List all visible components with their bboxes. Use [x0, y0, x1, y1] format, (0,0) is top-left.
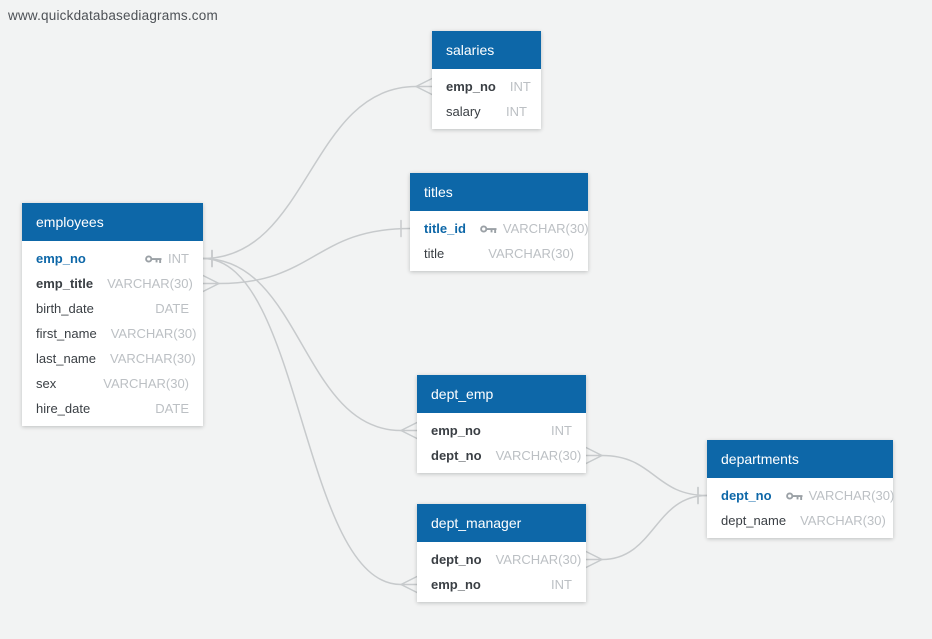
field-row-employees-hire_date[interactable]: hire_date DATE	[22, 396, 203, 421]
table-title: dept_manager	[431, 515, 522, 531]
table-header-dept_manager[interactable]: dept_manager	[417, 504, 586, 542]
watermark: www.quickdatabasediagrams.com	[8, 8, 218, 23]
field-row-titles-title_id[interactable]: title_id VARCHAR(30)	[410, 216, 589, 241]
field-name: dept_no	[431, 448, 482, 463]
field-type: DATE	[155, 301, 189, 316]
table-body: emp_no INT dept_no VARCHAR(30)	[417, 413, 586, 473]
key-icon	[785, 490, 803, 502]
field-row-employees-sex[interactable]: sex VARCHAR(30)	[22, 371, 203, 396]
table-title: salaries	[446, 42, 495, 58]
field-row-dept_emp-dept_no[interactable]: dept_no VARCHAR(30)	[417, 443, 586, 468]
field-name: emp_no	[446, 79, 496, 94]
field-type: DATE	[155, 401, 189, 416]
field-row-dept_manager-emp_no[interactable]: emp_no INT	[417, 572, 586, 597]
field-name: emp_no	[431, 423, 481, 438]
field-type: VARCHAR(30)	[808, 488, 895, 503]
field-row-dept_emp-emp_no[interactable]: emp_no INT	[417, 418, 586, 443]
field-row-salaries-salary[interactable]: salary INT	[432, 99, 541, 124]
field-name: sex	[36, 376, 57, 391]
field-type: VARCHAR(30)	[800, 513, 886, 528]
field-type: INT	[506, 104, 527, 119]
field-row-titles-title[interactable]: title VARCHAR(30)	[410, 241, 588, 266]
field-row-departments-dept_name[interactable]: dept_name VARCHAR(30)	[707, 508, 893, 533]
field-row-salaries-emp_no[interactable]: emp_no INT	[432, 74, 541, 99]
field-name: emp_title	[36, 276, 94, 291]
field-name: birth_date	[36, 301, 94, 316]
field-row-departments-dept_no[interactable]: dept_no VARCHAR(30)	[707, 483, 895, 508]
field-name: first_name	[36, 326, 97, 341]
field-type: INT	[168, 251, 189, 266]
table-header-departments[interactable]: departments	[707, 440, 893, 478]
field-name: last_name	[36, 351, 96, 366]
field-type: VARCHAR(30)	[495, 552, 582, 567]
table-header-employees[interactable]: employees	[22, 203, 203, 241]
table-title: dept_emp	[431, 386, 494, 402]
field-row-employees-first_name[interactable]: first_name VARCHAR(30)	[22, 321, 203, 346]
field-type: VARCHAR(30)	[110, 326, 197, 341]
field-name: dept_no	[431, 552, 482, 567]
table-header-salaries[interactable]: salaries	[432, 31, 541, 69]
field-row-employees-emp_no[interactable]: emp_no INT	[22, 246, 203, 271]
field-type: VARCHAR(30)	[488, 246, 574, 261]
table-body: dept_no VARCHAR(30) emp_no INT	[417, 542, 586, 602]
field-type: INT	[551, 577, 572, 592]
table-header-dept_emp[interactable]: dept_emp	[417, 375, 586, 413]
field-name: emp_no	[431, 577, 481, 592]
table-title: titles	[424, 184, 453, 200]
field-name: emp_no	[36, 251, 86, 266]
key-icon	[145, 253, 162, 265]
field-type: VARCHAR(30)	[107, 276, 193, 291]
field-row-dept_manager-dept_no[interactable]: dept_no VARCHAR(30)	[417, 547, 586, 572]
field-name: dept_no	[721, 488, 772, 503]
field-name: hire_date	[36, 401, 91, 416]
table-title: departments	[721, 451, 799, 467]
field-row-employees-emp_title[interactable]: emp_title VARCHAR(30)	[22, 271, 203, 296]
field-name: title	[424, 246, 445, 261]
field-type: VARCHAR(30)	[109, 351, 196, 366]
field-row-employees-last_name[interactable]: last_name VARCHAR(30)	[22, 346, 203, 371]
table-header-titles[interactable]: titles	[410, 173, 588, 211]
field-type: VARCHAR(30)	[495, 448, 582, 463]
table-title: employees	[36, 214, 104, 230]
field-name: title_id	[424, 221, 466, 236]
field-type: INT	[551, 423, 572, 438]
field-type: VARCHAR(30)	[502, 221, 589, 236]
field-type: VARCHAR(30)	[103, 376, 189, 391]
field-row-employees-birth_date[interactable]: birth_date DATE	[22, 296, 203, 321]
table-dept_manager[interactable]: dept_manager dept_no VARCHAR(30) emp_no INT	[417, 504, 586, 602]
field-name: salary	[446, 104, 481, 119]
table-dept_emp[interactable]: dept_emp emp_no INT dept_no VARCHAR(30)	[417, 375, 586, 473]
key-icon	[480, 223, 497, 235]
field-type: INT	[509, 79, 531, 94]
field-name: dept_name	[721, 513, 787, 528]
